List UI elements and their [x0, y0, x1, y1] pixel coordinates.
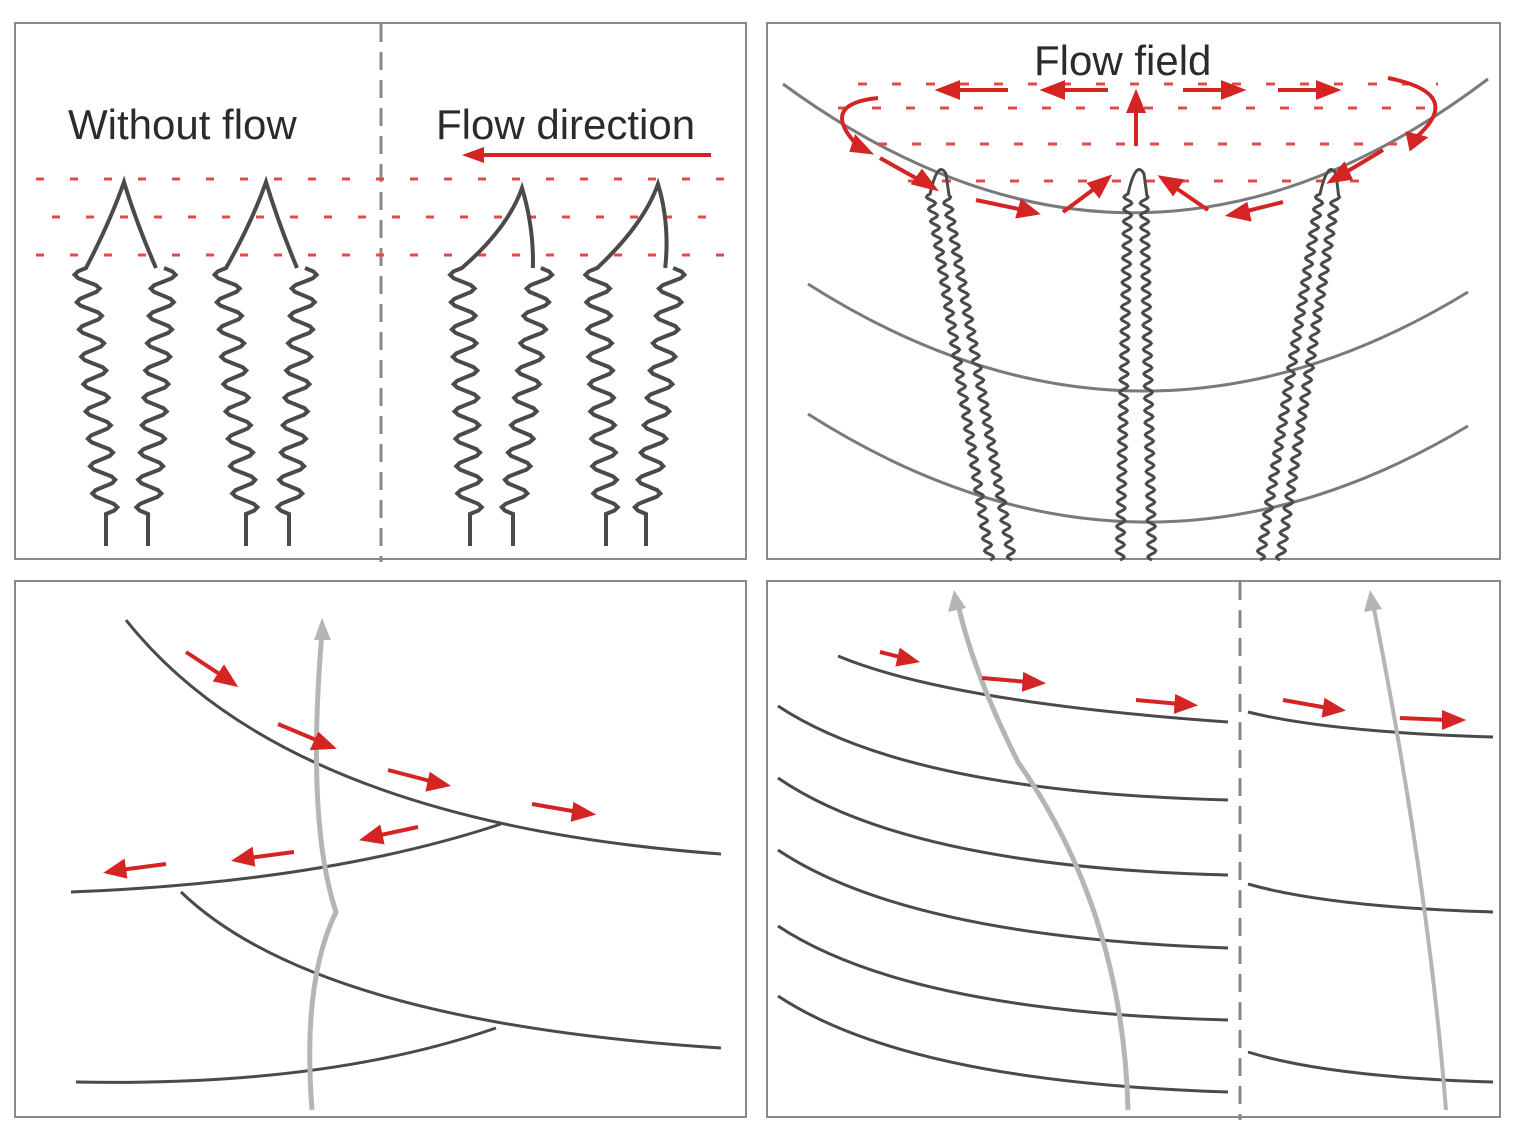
dendrite-right-outline: [498, 266, 555, 546]
solidification-fronts-right: [1247, 710, 1494, 1084]
grain-growth-arrows: [948, 590, 1448, 1111]
dendrite-group: [71, 175, 688, 546]
dendrite-left-outline: [71, 175, 158, 546]
dendrite-left-outline: [582, 177, 669, 546]
solidification-front-arcs: [782, 77, 1489, 524]
panel-grain-tilt: [14, 580, 747, 1118]
dendrite-right-outline: [274, 266, 320, 546]
columnar-dendrite: [1114, 168, 1158, 562]
label-flow-direction: Flow direction: [436, 101, 696, 148]
melt-isotherm-lines: [36, 177, 731, 257]
panel-dendrites-flow: Without flow Flow direction: [14, 22, 747, 562]
columnar-dendrites: [924, 168, 1342, 562]
dendrite-right-outline: [631, 266, 688, 546]
dendrite-right-outline: [133, 266, 179, 546]
dendrite-left-outline: [447, 181, 535, 546]
label-flow-field: Flow field: [1034, 37, 1212, 84]
flow-direction-arrow: [462, 147, 711, 163]
flow-field-arrows: [840, 76, 1438, 222]
flow-arrows: [103, 650, 597, 879]
panel-b-drawing: [782, 76, 1489, 562]
panel-c-drawing: [70, 618, 722, 1111]
grain-growth-direction-arrow: [307, 618, 339, 1111]
dendrite-left-outline: [211, 175, 299, 546]
columnar-dendrite: [924, 168, 1017, 562]
flow-field-dash-lines: [838, 82, 1448, 183]
solidification-fronts-left: [777, 654, 1229, 1094]
solidification-fronts: [70, 619, 722, 1084]
flow-arrows: [879, 647, 1467, 730]
panel-flow-field: Flow field: [766, 22, 1501, 562]
columnar-dendrite: [1255, 168, 1342, 562]
panel-stacked-fronts: [766, 580, 1501, 1120]
panel-d-drawing: [777, 582, 1494, 1120]
label-without-flow: Without flow: [68, 101, 297, 148]
panel-a-drawing: [36, 24, 731, 562]
